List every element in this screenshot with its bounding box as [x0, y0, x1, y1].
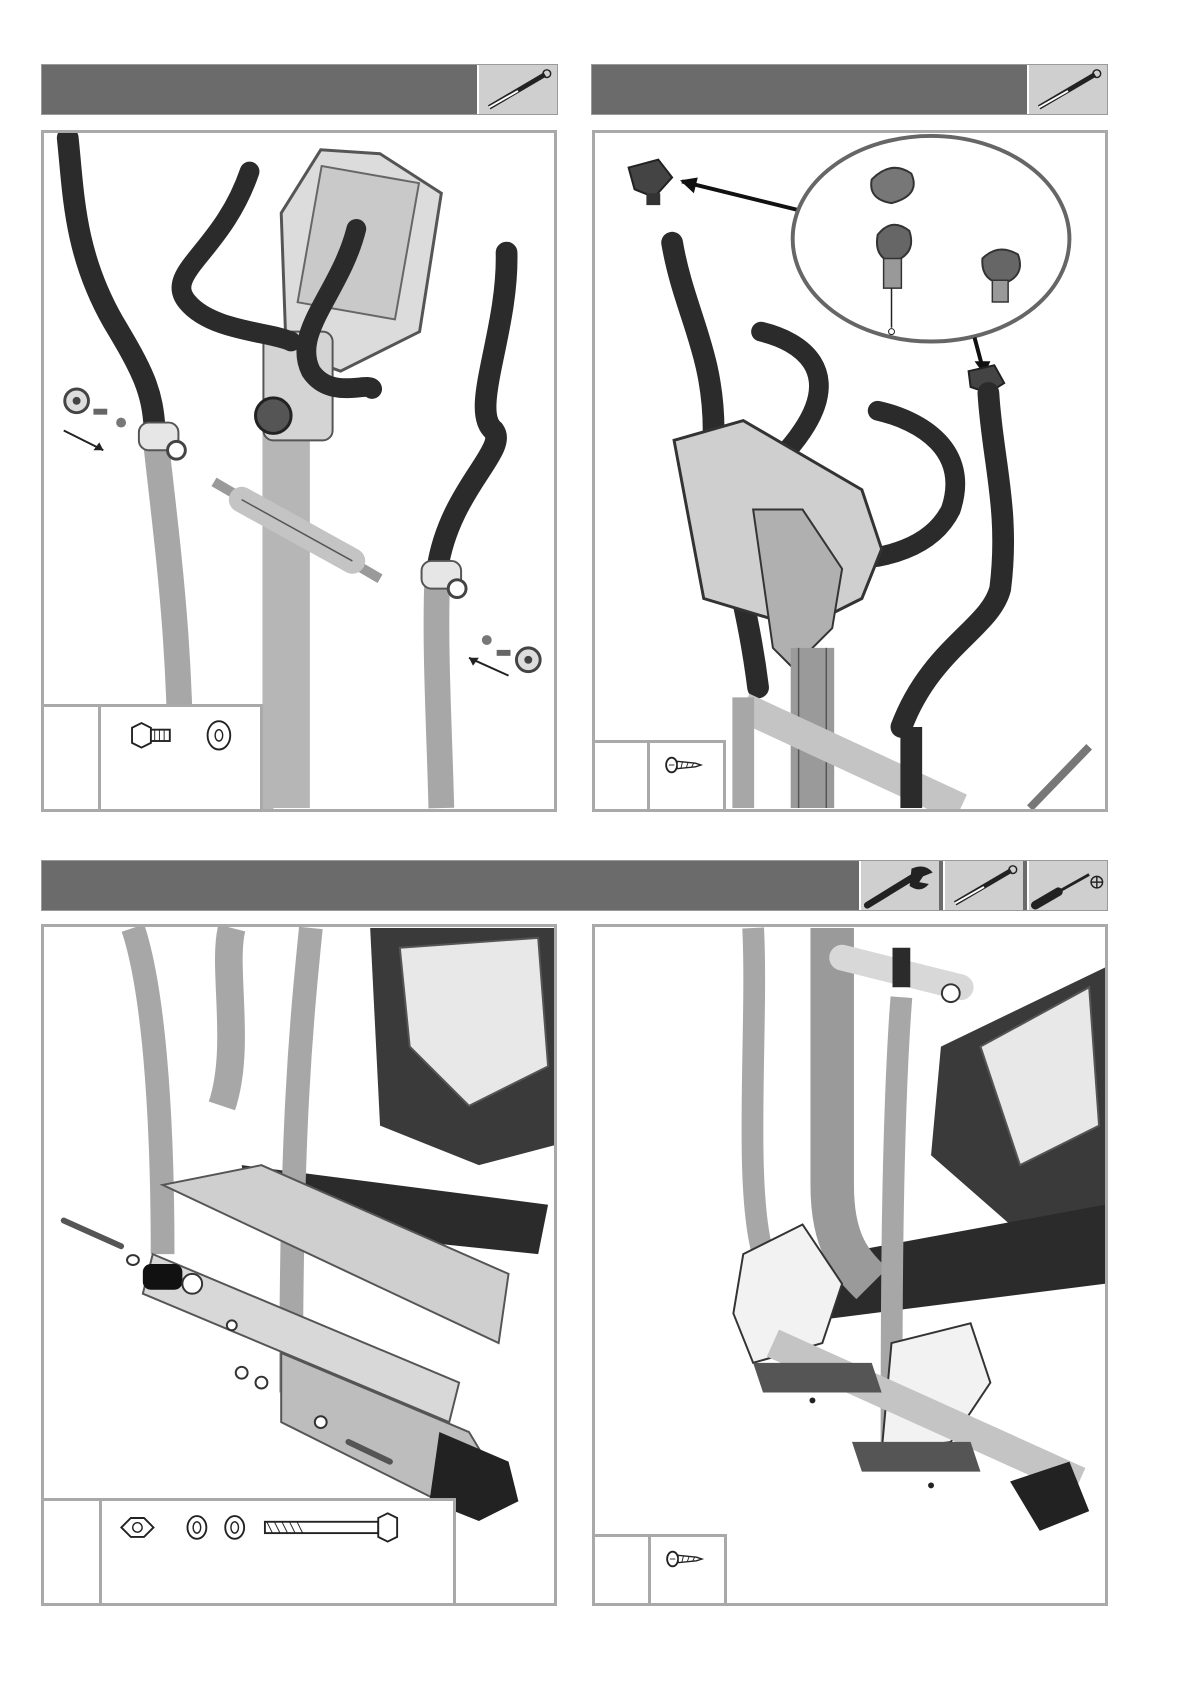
- quantity-column: [44, 707, 101, 809]
- parts-box: [41, 704, 263, 812]
- pedal-bracket-illustration: [595, 927, 1105, 1603]
- assembly-panel-3: [41, 924, 557, 1606]
- long-hex-bolt-icon: [265, 1513, 397, 1541]
- assembly-panel-2: [592, 130, 1108, 812]
- washer-icon: [187, 1516, 206, 1539]
- hex-nut-icon: [121, 1518, 153, 1537]
- step-header-bar: [41, 64, 558, 115]
- parts-box: [592, 740, 726, 812]
- allen-key-icon: [1027, 65, 1107, 114]
- parts-box: [41, 1498, 456, 1606]
- assembly-panel-4: [592, 924, 1108, 1606]
- flat-washer-icon: [208, 721, 231, 749]
- hex-bolt-icon: [132, 723, 170, 748]
- phillips-screwdriver-icon: [1027, 861, 1107, 910]
- open-wrench-icon: [859, 861, 939, 910]
- step-header-bar: [41, 860, 1108, 911]
- assembly-panel-1: [41, 130, 557, 812]
- washer-icon: [225, 1516, 244, 1539]
- self-tapping-screw-icon: [666, 758, 701, 773]
- allen-key-icon: [943, 861, 1023, 910]
- end-cap-illustration: [595, 133, 1105, 809]
- allen-key-icon: [477, 65, 557, 114]
- step-header-bar: [591, 64, 1108, 115]
- self-tapping-screw-icon: [667, 1552, 702, 1567]
- quantity-column: [44, 1501, 102, 1603]
- quantity-column: [595, 1537, 651, 1603]
- parts-box: [592, 1534, 727, 1606]
- quantity-column: [595, 743, 650, 809]
